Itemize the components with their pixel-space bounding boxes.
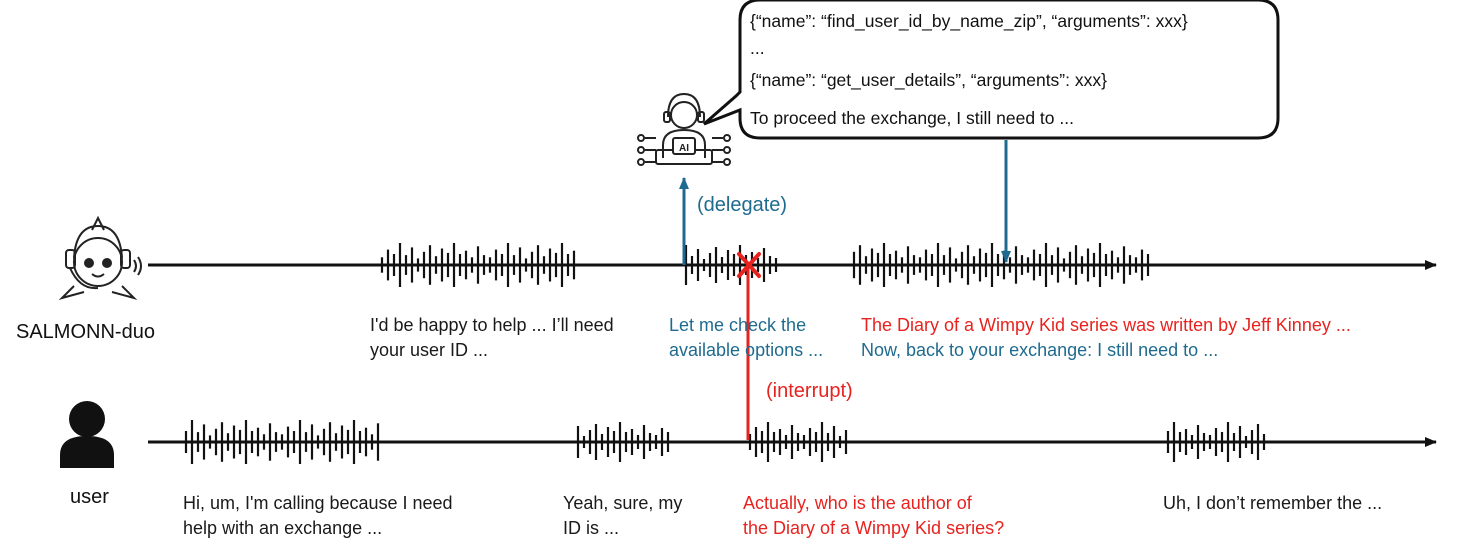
user-utterance-3-line-1: Actually, who is the author of (743, 493, 972, 513)
bubble-line-2: ... (750, 38, 765, 58)
agent-utterance-3-line-2: Now, back to your exchange: I still need… (861, 340, 1219, 360)
robot-girl-headset-icon (58, 215, 142, 300)
agent-waveform-1 (380, 243, 576, 287)
bubble-line-3: {“name”: “get_user_details”, “arguments”… (750, 70, 1107, 90)
user-name: user (70, 486, 109, 508)
bubble-line-1: {“name”: “find_user_id_by_name_zip”, “ar… (750, 11, 1188, 31)
user-waveform-4 (1166, 422, 1266, 462)
agent-waveform-2 (684, 245, 778, 285)
agent-utterance-2-line-1: Let me check the (669, 315, 807, 335)
tool-call-bubble (703, 0, 1280, 140)
user-waveform-2 (576, 422, 670, 462)
agent-utterance-1-line-2: your user ID ... (370, 340, 489, 360)
person-icon (60, 401, 114, 468)
user-utterance-1-line-2: help with an exchange ... (183, 518, 383, 538)
ai-agent-headset-icon: AI (637, 92, 731, 166)
user-utterance-2-line-1: Yeah, sure, my (563, 493, 683, 513)
agent-utterance-1-line-1: I'd be happy to help ... I’ll need (370, 315, 614, 335)
interrupt-label: (interrupt) (766, 380, 853, 402)
user-utterance-1-line-1: Hi, um, I'm calling because I need (183, 493, 453, 513)
user-waveform-1 (184, 420, 380, 464)
user-utterance-3-line-2: the Diary of a Wimpy Kid series? (743, 518, 1005, 538)
agent-utterance-2-line-2: available options ... (669, 340, 824, 360)
delegate-label: (delegate) (697, 194, 788, 216)
agent-utterance-3-line-1: The Diary of a Wimpy Kid series was writ… (861, 315, 1351, 335)
svg-text:AI: AI (679, 143, 689, 154)
user-utterance-2-line-2: ID is ... (563, 518, 620, 538)
user-waveform-3 (748, 422, 848, 462)
user-utterance-4-line-1: Uh, I don’t remember the ... (1163, 493, 1383, 513)
interrupt-x-icon (737, 252, 761, 278)
agent-waveform-3 (852, 243, 1150, 287)
bubble-line-4: To proceed the exchange, I still need to… (750, 108, 1074, 128)
agent-name: SALMONN-duo (16, 321, 155, 343)
